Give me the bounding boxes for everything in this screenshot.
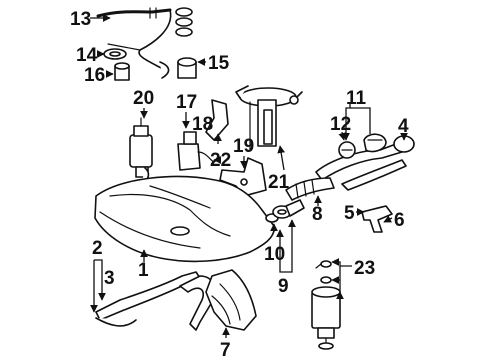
filler-hose-8 xyxy=(285,177,335,201)
callout-17: 17 xyxy=(176,92,197,113)
callout-15: 15 xyxy=(208,53,230,74)
callout-7: 7 xyxy=(220,340,231,360)
callout-9: 9 xyxy=(278,276,289,297)
fuel-pump-20 xyxy=(129,117,153,183)
bushing-16 xyxy=(114,62,130,81)
callout-1: 1 xyxy=(138,260,149,281)
pump-bracket-17-18 xyxy=(177,99,229,171)
callout-14: 14 xyxy=(76,45,98,66)
callout-8: 8 xyxy=(312,204,323,225)
callout-3: 3 xyxy=(104,268,115,289)
callout-2: 2 xyxy=(92,238,103,259)
clamp-15 xyxy=(177,57,197,79)
callout-13: 13 xyxy=(70,9,91,30)
callout-10: 10 xyxy=(264,244,285,265)
callout-23: 23 xyxy=(354,258,375,279)
heat-shield-7 xyxy=(205,269,257,331)
fuel-tank-1 xyxy=(94,175,275,263)
callout-22: 22 xyxy=(210,150,231,171)
callout-4: 4 xyxy=(398,116,409,137)
callout-12: 12 xyxy=(330,114,351,135)
bracket-5-6 xyxy=(361,205,393,233)
leader-lines xyxy=(90,14,408,338)
callout-18: 18 xyxy=(192,114,213,135)
callout-20: 20 xyxy=(133,88,154,109)
filler-cap-11 xyxy=(338,133,387,159)
callout-labels: 13 14 15 16 20 17 18 22 19 21 11 12 4 5 … xyxy=(70,9,409,360)
fuel-sender-21 xyxy=(235,85,303,151)
callout-6: 6 xyxy=(394,210,405,231)
callout-11: 11 xyxy=(346,88,367,109)
filler-neck-4 xyxy=(315,135,415,191)
fuel-line-assembly xyxy=(96,7,193,71)
callout-21: 21 xyxy=(268,172,290,193)
callout-19: 19 xyxy=(233,136,254,157)
callout-16: 16 xyxy=(84,65,105,86)
hose-clamps-9-10 xyxy=(265,199,305,223)
callout-5: 5 xyxy=(344,203,355,224)
tank-straps-2-3 xyxy=(95,271,216,331)
bracket-19 xyxy=(219,157,267,197)
grommet-14 xyxy=(103,48,127,60)
fuel-filter-23 xyxy=(311,260,341,350)
hose-clip xyxy=(159,61,170,79)
